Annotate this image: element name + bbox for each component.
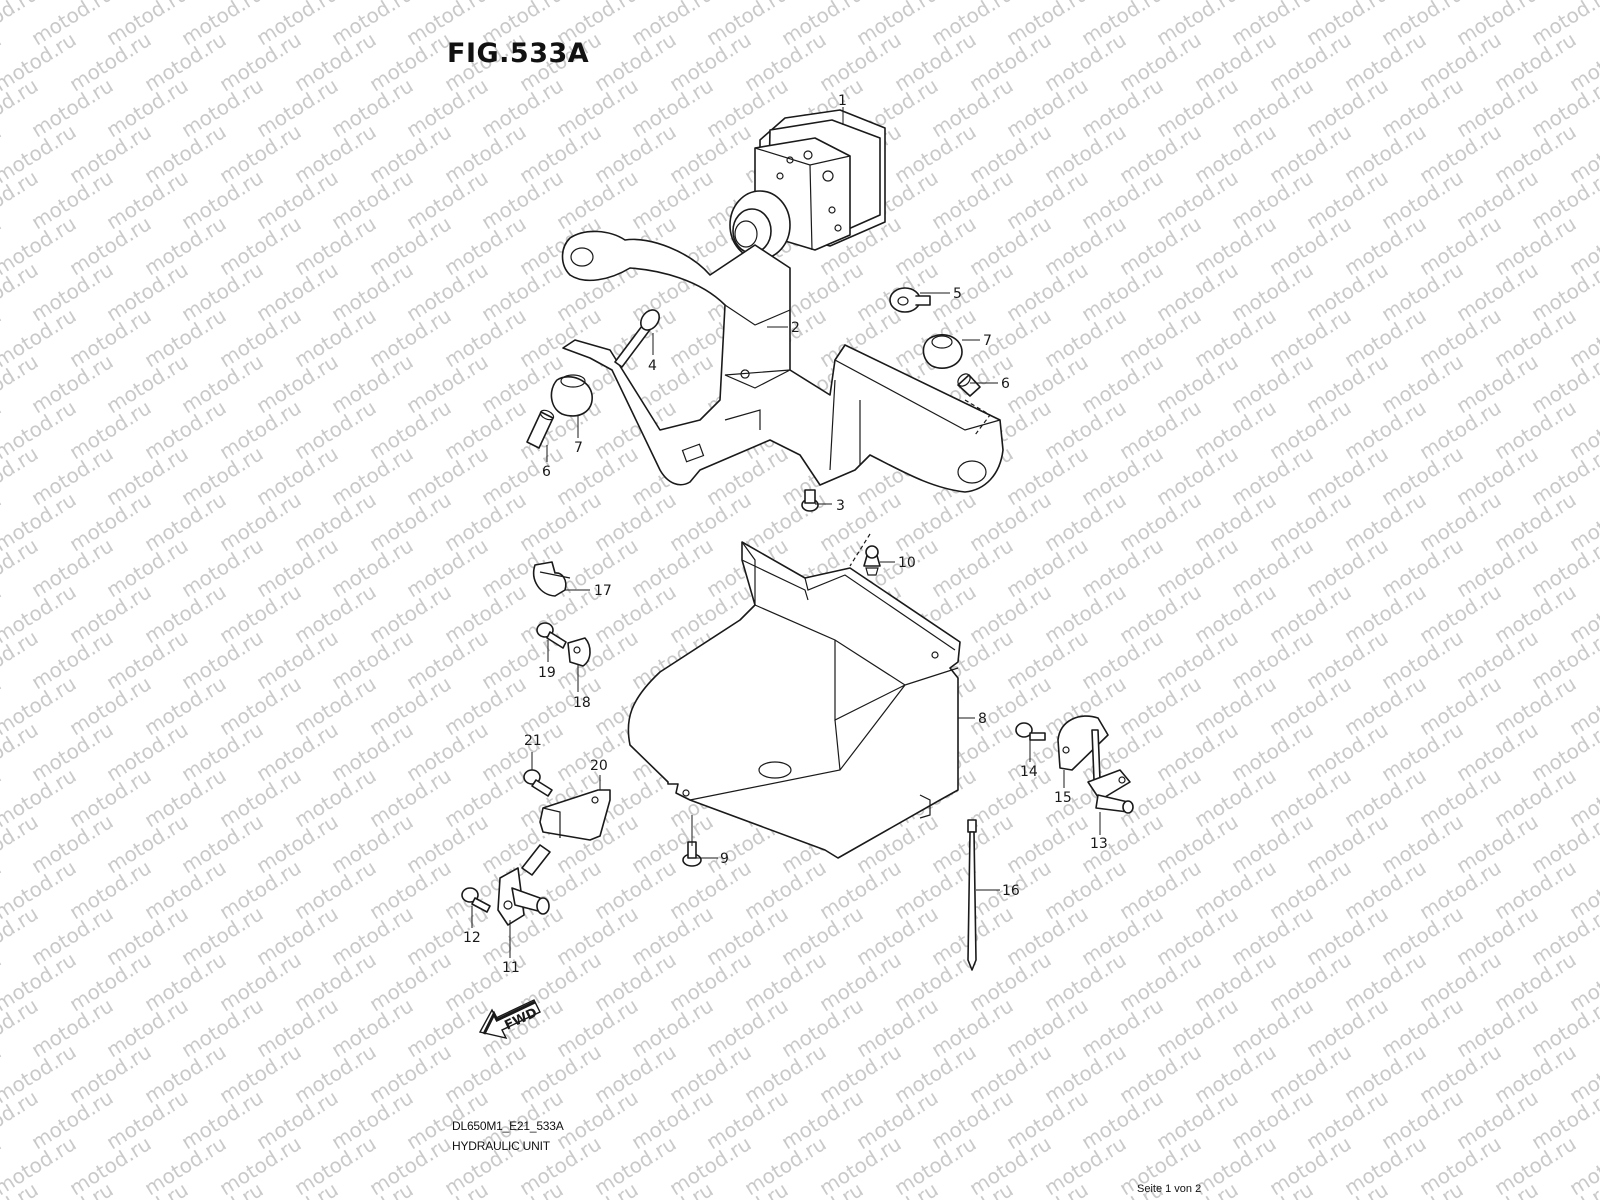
callout-18: 18	[573, 695, 591, 711]
callout-13: 13	[1090, 836, 1108, 852]
bolt-14[interactable]	[1015, 722, 1046, 741]
callout-10: 10	[898, 555, 916, 571]
figure-code: DL650M1_E21_533A	[452, 1119, 564, 1133]
callout-6-right: 6	[1001, 376, 1010, 392]
figure-caption: HYDRAULIC UNIT	[452, 1139, 550, 1153]
figure-title: FIG.533A	[447, 38, 590, 69]
callout-7-left: 7	[574, 440, 583, 456]
callout-2: 2	[791, 320, 800, 336]
callout-19: 19	[538, 665, 556, 681]
callout-16: 16	[1002, 883, 1020, 899]
callout-4: 4	[648, 358, 657, 374]
callout-8: 8	[978, 711, 987, 727]
clamp-18[interactable]	[567, 637, 591, 667]
callout-15: 15	[1054, 790, 1072, 806]
callout-11: 11	[502, 960, 520, 976]
bolt-21[interactable]	[523, 769, 553, 797]
callout-6-left: 6	[542, 464, 551, 480]
bolt-5[interactable]	[889, 287, 931, 313]
callout-9: 9	[720, 851, 729, 867]
callout-5: 5	[953, 286, 962, 302]
cable-tie-16[interactable]	[967, 819, 977, 971]
callout-17: 17	[594, 583, 612, 599]
callout-20: 20	[590, 758, 608, 774]
callout-14: 14	[1020, 764, 1038, 780]
callout-21: 21	[524, 733, 542, 749]
callout-1: 1	[838, 93, 847, 109]
callout-3: 3	[836, 498, 845, 514]
callout-7-right: 7	[983, 333, 992, 349]
clamp-17[interactable]	[533, 561, 571, 597]
callout-12: 12	[463, 930, 481, 946]
grommet-7-right[interactable]	[922, 334, 963, 369]
page-indicator: Seite 1 von 2	[1137, 1183, 1202, 1195]
bolt-3[interactable]	[801, 489, 819, 512]
